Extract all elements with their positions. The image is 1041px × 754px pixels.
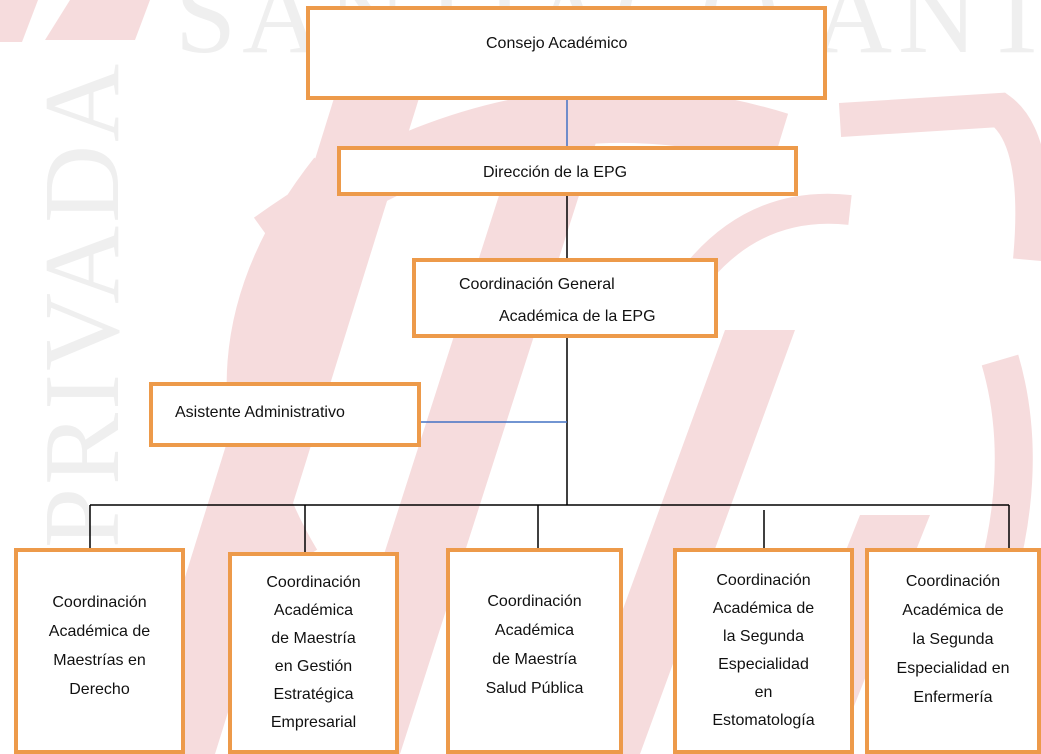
label-coordinacion-gestion: Coordinación Académica de Maestría en Ge… [266, 574, 361, 731]
box-direccion-epg: Dirección de la EPG [337, 146, 798, 196]
box-asistente-administrativo: Asistente Administrativo [149, 382, 421, 447]
label-consejo-academico: Consejo Académico [486, 35, 628, 52]
label-coordinacion-estomatologia: Coordinación Académica de la Segunda Esp… [712, 572, 815, 729]
label-coordinacion-salud-publica: Coordinación Académica de Maestría Salud… [485, 593, 584, 697]
box-coordinacion-general: Coordinación General Académica de la EPG [412, 258, 718, 338]
box-consejo-academico: Consejo Académico [306, 6, 827, 100]
box-coordinacion-enfermeria: Coordinación Académica de la Segunda Esp… [865, 548, 1041, 754]
label-direccion-epg: Dirección de la EPG [483, 164, 628, 181]
label-asistente-administrativo: Asistente Administrativo [175, 404, 345, 421]
box-coordinacion-salud-publica: Coordinación Académica de Maestría Salud… [446, 548, 623, 754]
box-coordinacion-derecho: Coordinación Académica de Maestrías en D… [14, 548, 185, 754]
box-coordinacion-estomatologia: Coordinación Académica de la Segunda Esp… [673, 548, 854, 754]
box-coordinacion-gestion: Coordinación Académica de Maestría en Ge… [228, 552, 399, 754]
label-coordinacion-general-line2: Académica de la EPG [499, 308, 656, 325]
watermark-side-text: PRIVADA [23, 61, 142, 548]
label-coordinacion-general-line1: Coordinación General [459, 276, 615, 293]
label-coordinacion-enfermeria: Coordinación Académica de la Segunda Esp… [896, 573, 1010, 706]
label-coordinacion-derecho: Coordinación Académica de Maestrías en D… [48, 594, 151, 698]
